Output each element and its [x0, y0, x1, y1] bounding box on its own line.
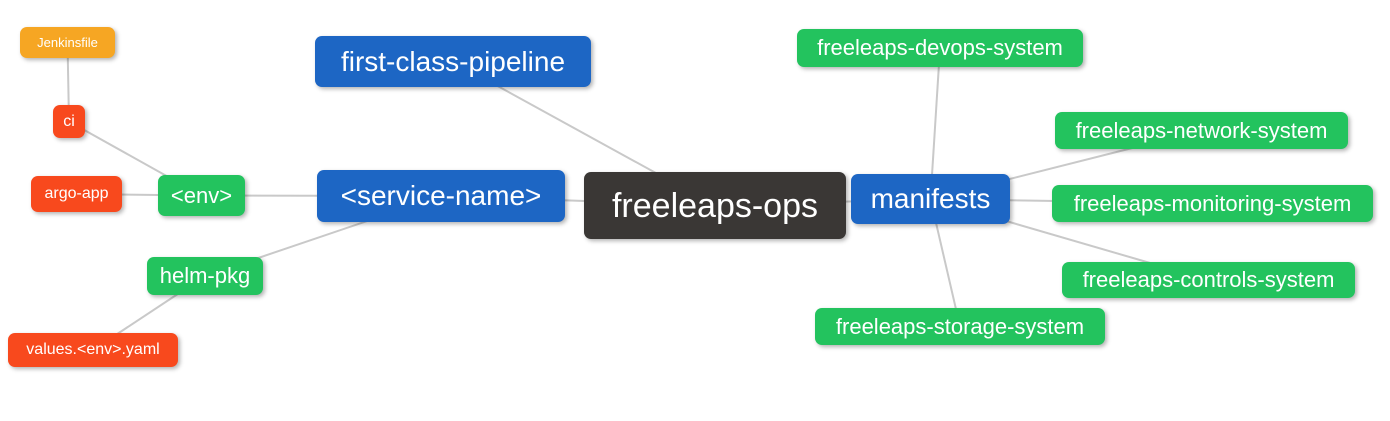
node-values-env-yaml[interactable]: values.<env>.yaml [8, 333, 178, 367]
node-storage-system[interactable]: freeleaps-storage-system [815, 308, 1105, 345]
node-ci[interactable]: ci [53, 105, 85, 138]
node-devops-system[interactable]: freeleaps-devops-system [797, 29, 1083, 67]
node-helm-pkg[interactable]: helm-pkg [147, 257, 263, 295]
node-first-class-pipeline[interactable]: first-class-pipeline [315, 36, 591, 87]
node-argo-app[interactable]: argo-app [31, 176, 122, 212]
node-freeleaps-ops[interactable]: freeleaps-ops [584, 172, 846, 239]
node-network-system[interactable]: freeleaps-network-system [1055, 112, 1348, 149]
node-monitoring-system[interactable]: freeleaps-monitoring-system [1052, 185, 1373, 222]
node-controls-system[interactable]: freeleaps-controls-system [1062, 262, 1355, 298]
edge-manifests--devops-system [929, 47, 941, 200]
node-service-name[interactable]: <service-name> [317, 170, 565, 222]
node-env[interactable]: <env> [158, 175, 245, 216]
node-jenkinsfile[interactable]: Jenkinsfile [20, 27, 115, 58]
node-manifests[interactable]: manifests [851, 174, 1010, 224]
